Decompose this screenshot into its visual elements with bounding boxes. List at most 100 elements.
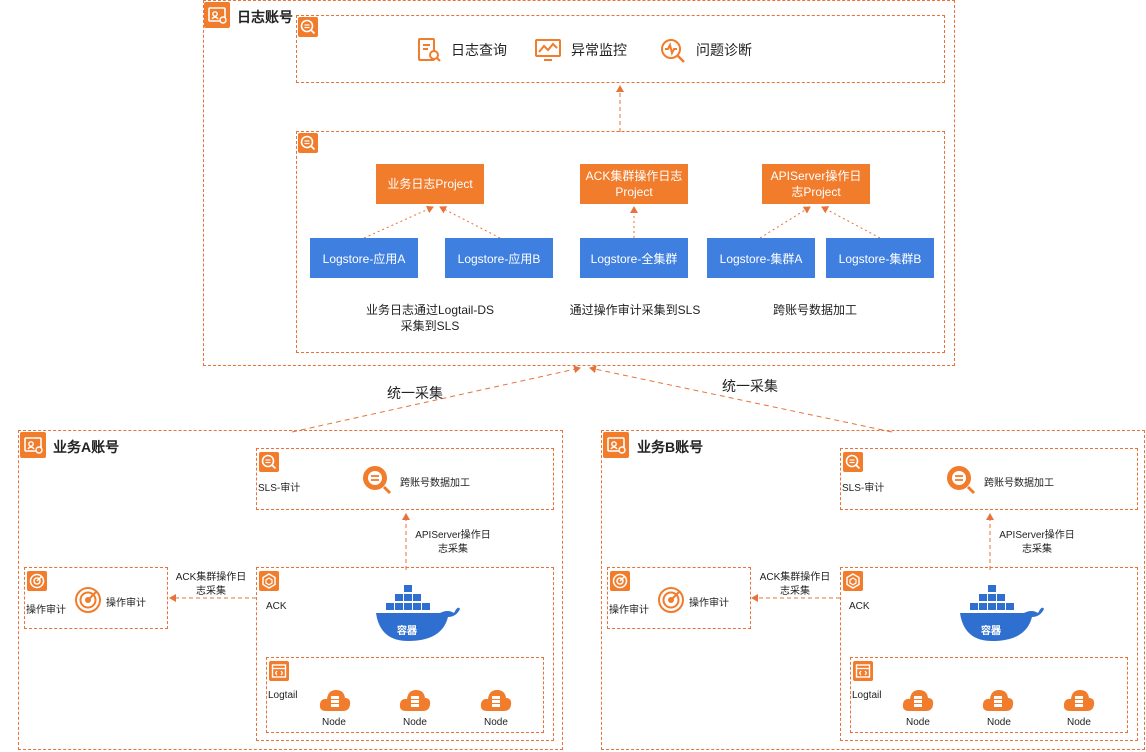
audit-inner-label: 操作审计 (689, 598, 729, 609)
logstore-box: Logstore-应用B (445, 238, 553, 278)
node-icon (319, 690, 351, 711)
sls-audit-frame (256, 448, 554, 510)
sls-audit-frame (840, 448, 1138, 510)
log-query-icon (418, 38, 441, 62)
log-account-title: 日志账号 (237, 9, 293, 25)
logtail-label: Logtail (852, 690, 882, 701)
logtail-icon (269, 661, 289, 681)
caption-business-log: 业务日志通过Logtail-DS 采集到SLS (340, 302, 520, 334)
caption-line: 志采集 (196, 586, 226, 597)
diagnosis-icon (661, 39, 685, 63)
dot-cluster-b (821, 206, 881, 239)
tool-anomaly-monitor: 异常监控 (533, 36, 627, 64)
ack-frame (256, 567, 554, 741)
audit-frame (24, 567, 168, 629)
sls-icon (298, 133, 318, 153)
logstore-box: Logstore-集群B (826, 238, 934, 278)
sls-icon (843, 452, 863, 472)
container-label: 容器 (397, 626, 417, 637)
caption-line: APIServer操作日 (999, 530, 1075, 541)
logstore-box: Logstore-全集群 (580, 238, 688, 278)
tool-log-query: 日志查询 (415, 36, 507, 64)
api-caption: APIServer操作日 志采集 (408, 529, 498, 557)
project-box: ACK集群操作日志 Project (580, 164, 688, 204)
ack-icon (843, 571, 863, 591)
caption-line: ACK集群操作日 (759, 572, 831, 583)
tool-label: 异常监控 (571, 42, 627, 58)
account-icon (204, 2, 230, 28)
ack-label: ACK (849, 601, 870, 612)
tool-label: 日志查询 (451, 42, 507, 58)
logtail-frame (266, 657, 544, 733)
sls-icon (259, 452, 279, 472)
projects-frame (296, 131, 945, 353)
logstore-box: Logstore-集群A (707, 238, 815, 278)
project-label: 业务日志Project (387, 177, 473, 191)
ack-caption: ACK集群操作日 志采集 (168, 571, 254, 599)
sls-audit-label: SLS-审计 (842, 483, 885, 494)
sls-audit-label: SLS-审计 (258, 483, 301, 494)
logtail-label: Logtail (268, 690, 298, 701)
caption-audit-collect: 通过操作审计采集到SLS (550, 302, 720, 318)
caption-line: 志采集 (780, 586, 810, 597)
account-a-frame (18, 430, 563, 750)
node-label: Node (906, 717, 930, 728)
audit-icon (27, 571, 47, 591)
node-label: Node (1067, 717, 1091, 728)
node-icon (480, 690, 512, 711)
account-icon (603, 432, 629, 458)
project-box: APIServer操作日 志Project (762, 164, 870, 204)
logstore-box: Logstore-应用A (310, 238, 418, 278)
collect-line-b (589, 365, 893, 433)
audit-inner-label: 操作审计 (106, 598, 146, 609)
caption-line: 通过操作审计采集到SLS (569, 303, 701, 317)
collect-label-a: 统一采集 (387, 385, 443, 401)
monitor-icon (535, 39, 561, 61)
docker-whale-icon (960, 585, 1044, 641)
caption-line: 志采集 (438, 544, 468, 555)
ack-label: ACK (266, 601, 287, 612)
audit-frame (607, 567, 751, 629)
node-icon (1063, 690, 1095, 711)
tool-diagnosis: 问题诊断 (658, 36, 752, 64)
audit-radar-icon (75, 587, 101, 613)
account-a-title: 业务A账号 (53, 439, 120, 455)
sls-process-label: 跨账号数据加工 (984, 478, 1054, 489)
logtail-frame (850, 657, 1128, 733)
caption-line: 采集到SLS (400, 319, 460, 333)
account-b-title: 业务B账号 (637, 439, 704, 455)
collect-line-a (291, 365, 581, 433)
container-label: 容器 (981, 626, 1001, 637)
audit-label: 操作审计 (26, 605, 66, 616)
node-icon (399, 690, 431, 711)
audit-icon (610, 571, 630, 591)
audit-radar-icon (658, 587, 684, 613)
caption-line: 业务日志通过Logtail-DS (365, 303, 495, 317)
node-label: Node (403, 717, 427, 728)
node-label: Node (484, 717, 508, 728)
docker-whale-icon (376, 585, 460, 641)
ack-caption: ACK集群操作日 志采集 (752, 571, 838, 599)
sls-process-icon (363, 466, 392, 495)
api-caption: APIServer操作日 志采集 (992, 529, 1082, 557)
project-label: Project (615, 185, 653, 199)
caption-line: APIServer操作日 (415, 530, 491, 541)
sls-icon (298, 17, 318, 37)
tools-frame (296, 15, 945, 83)
caption-cross-account: 跨账号数据加工 (740, 302, 890, 318)
ack-frame (840, 567, 1138, 741)
ack-icon (259, 571, 279, 591)
logtail-icon (853, 661, 873, 681)
audit-label: 操作审计 (609, 605, 649, 616)
collect-label-b: 统一采集 (722, 378, 778, 394)
project-box: 业务日志Project (376, 164, 484, 204)
sls-process-label: 跨账号数据加工 (400, 478, 470, 489)
sls-process-icon (947, 466, 976, 495)
project-label: APIServer操作日 (770, 169, 862, 183)
tool-label: 问题诊断 (696, 42, 752, 58)
caption-line: 跨账号数据加工 (772, 303, 857, 317)
caption-line: ACK集群操作日 (175, 572, 247, 583)
account-icon (20, 432, 46, 458)
dot-app-b (439, 206, 501, 239)
